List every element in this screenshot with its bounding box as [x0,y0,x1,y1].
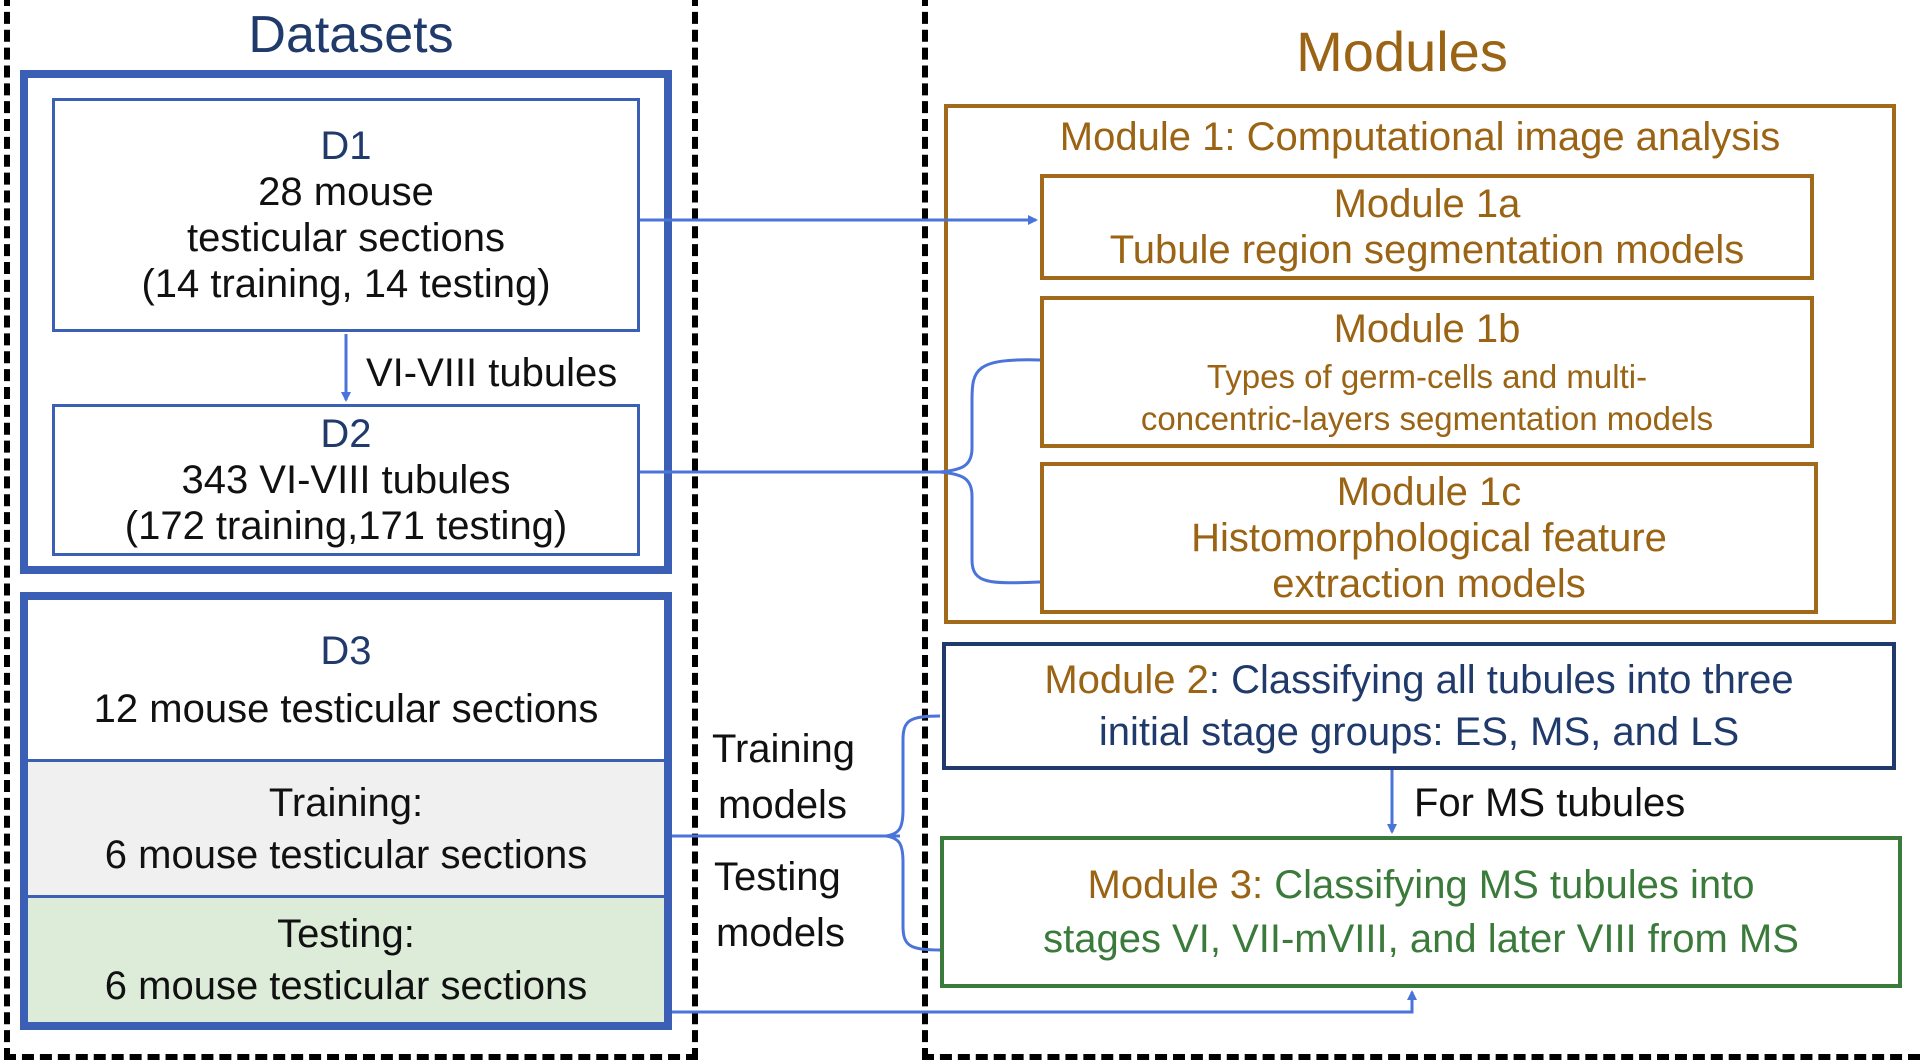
d3-line1: 12 mouse testicular sections [93,686,599,731]
d3-group: D3 12 mouse testicular sections Training… [20,592,672,1030]
module1b-box: Module 1b Types of germ-cells and multi-… [1040,296,1814,448]
d3-training-cell: Training: 6 mouse testicular sections [28,762,664,898]
module1c-desc-1: Histomorphological feature [1191,516,1667,560]
training-models-label-2: models [718,783,847,827]
d1-line1: 28 mouse [258,170,434,214]
d1-box: D1 28 mouse testicular sections (14 trai… [52,98,640,332]
module2-prefix: Module 2 [1044,658,1209,702]
d2-line1: 343 VI-VIII tubules [181,458,511,502]
d2-name: D2 [320,412,372,456]
testing-models-label-2: models [716,911,845,955]
datasets-title: Datasets [248,6,454,64]
module2-line1: : Classifying all tubules into three [1208,658,1794,702]
d3-testing-title: Testing: [277,912,415,956]
module1a-box: Module 1a Tubule region segmentation mod… [1040,174,1814,280]
d2-line2: (172 training,171 testing) [124,504,568,548]
module1b-desc-1: Types of germ-cells and multi- [1206,358,1648,396]
module3-box: Module 3: Classifying MS tubules into st… [940,836,1902,988]
module2-line2: initial stage groups: ES, MS, and LS [1098,710,1740,754]
brace-module1bc [939,358,1041,585]
d3-training-title: Training: [268,780,424,825]
module1b-desc-2: concentric-layers segmentation models [1140,400,1714,437]
brace-module23 [885,714,941,952]
datasets-panel [4,0,698,1060]
d3-header: D3 12 mouse testicular sections [28,600,664,762]
module3-line1: Classifying MS tubules into [1274,863,1755,907]
d1-to-d2-label: VI-VIII tubules [366,351,618,395]
d1-line2: testicular sections [187,216,505,260]
module2-box: Module 2: Classifying all tubules into t… [942,642,1896,770]
d1-name: D1 [320,124,372,168]
module1b-name: Module 1b [1333,307,1521,352]
module1c-box: Module 1c Histomorphological feature ext… [1040,462,1818,614]
d3-testing-to-module3-arrow [672,990,1417,1014]
d2-box: D2 343 VI-VIII tubules (172 training,171… [52,404,640,556]
modules-panel [922,0,1920,1060]
module3-prefix: Module 3: [1087,863,1275,907]
module1a-desc: Tubule region segmentation models [1109,228,1745,272]
d3-name: D3 [320,628,372,673]
module1-box [944,104,1896,624]
module1c-name: Module 1c [1336,470,1522,514]
module1c-desc-2: extraction models [1272,562,1586,606]
d3-testing-cell: Testing: 6 mouse testicular sections [28,898,664,1022]
training-models-label-1: Training [712,727,856,771]
d3-testing-text: 6 mouse testicular sections [104,964,588,1008]
module3-line2: stages VI, VII-mVIII, and later VIII fro… [1043,917,1799,961]
module1-title: Module 1: Computational image analysis [1059,115,1781,159]
ms-tubules-label: For MS tubules [1414,781,1686,825]
module1a-name: Module 1a [1333,182,1521,226]
d3-training-text: 6 mouse testicular sections [104,832,588,877]
testing-models-label-1: Testing [714,855,841,899]
d1-line3: (14 training, 14 testing) [141,262,551,306]
modules-title: Modules [1296,20,1508,83]
d1-d2-group [20,70,672,574]
